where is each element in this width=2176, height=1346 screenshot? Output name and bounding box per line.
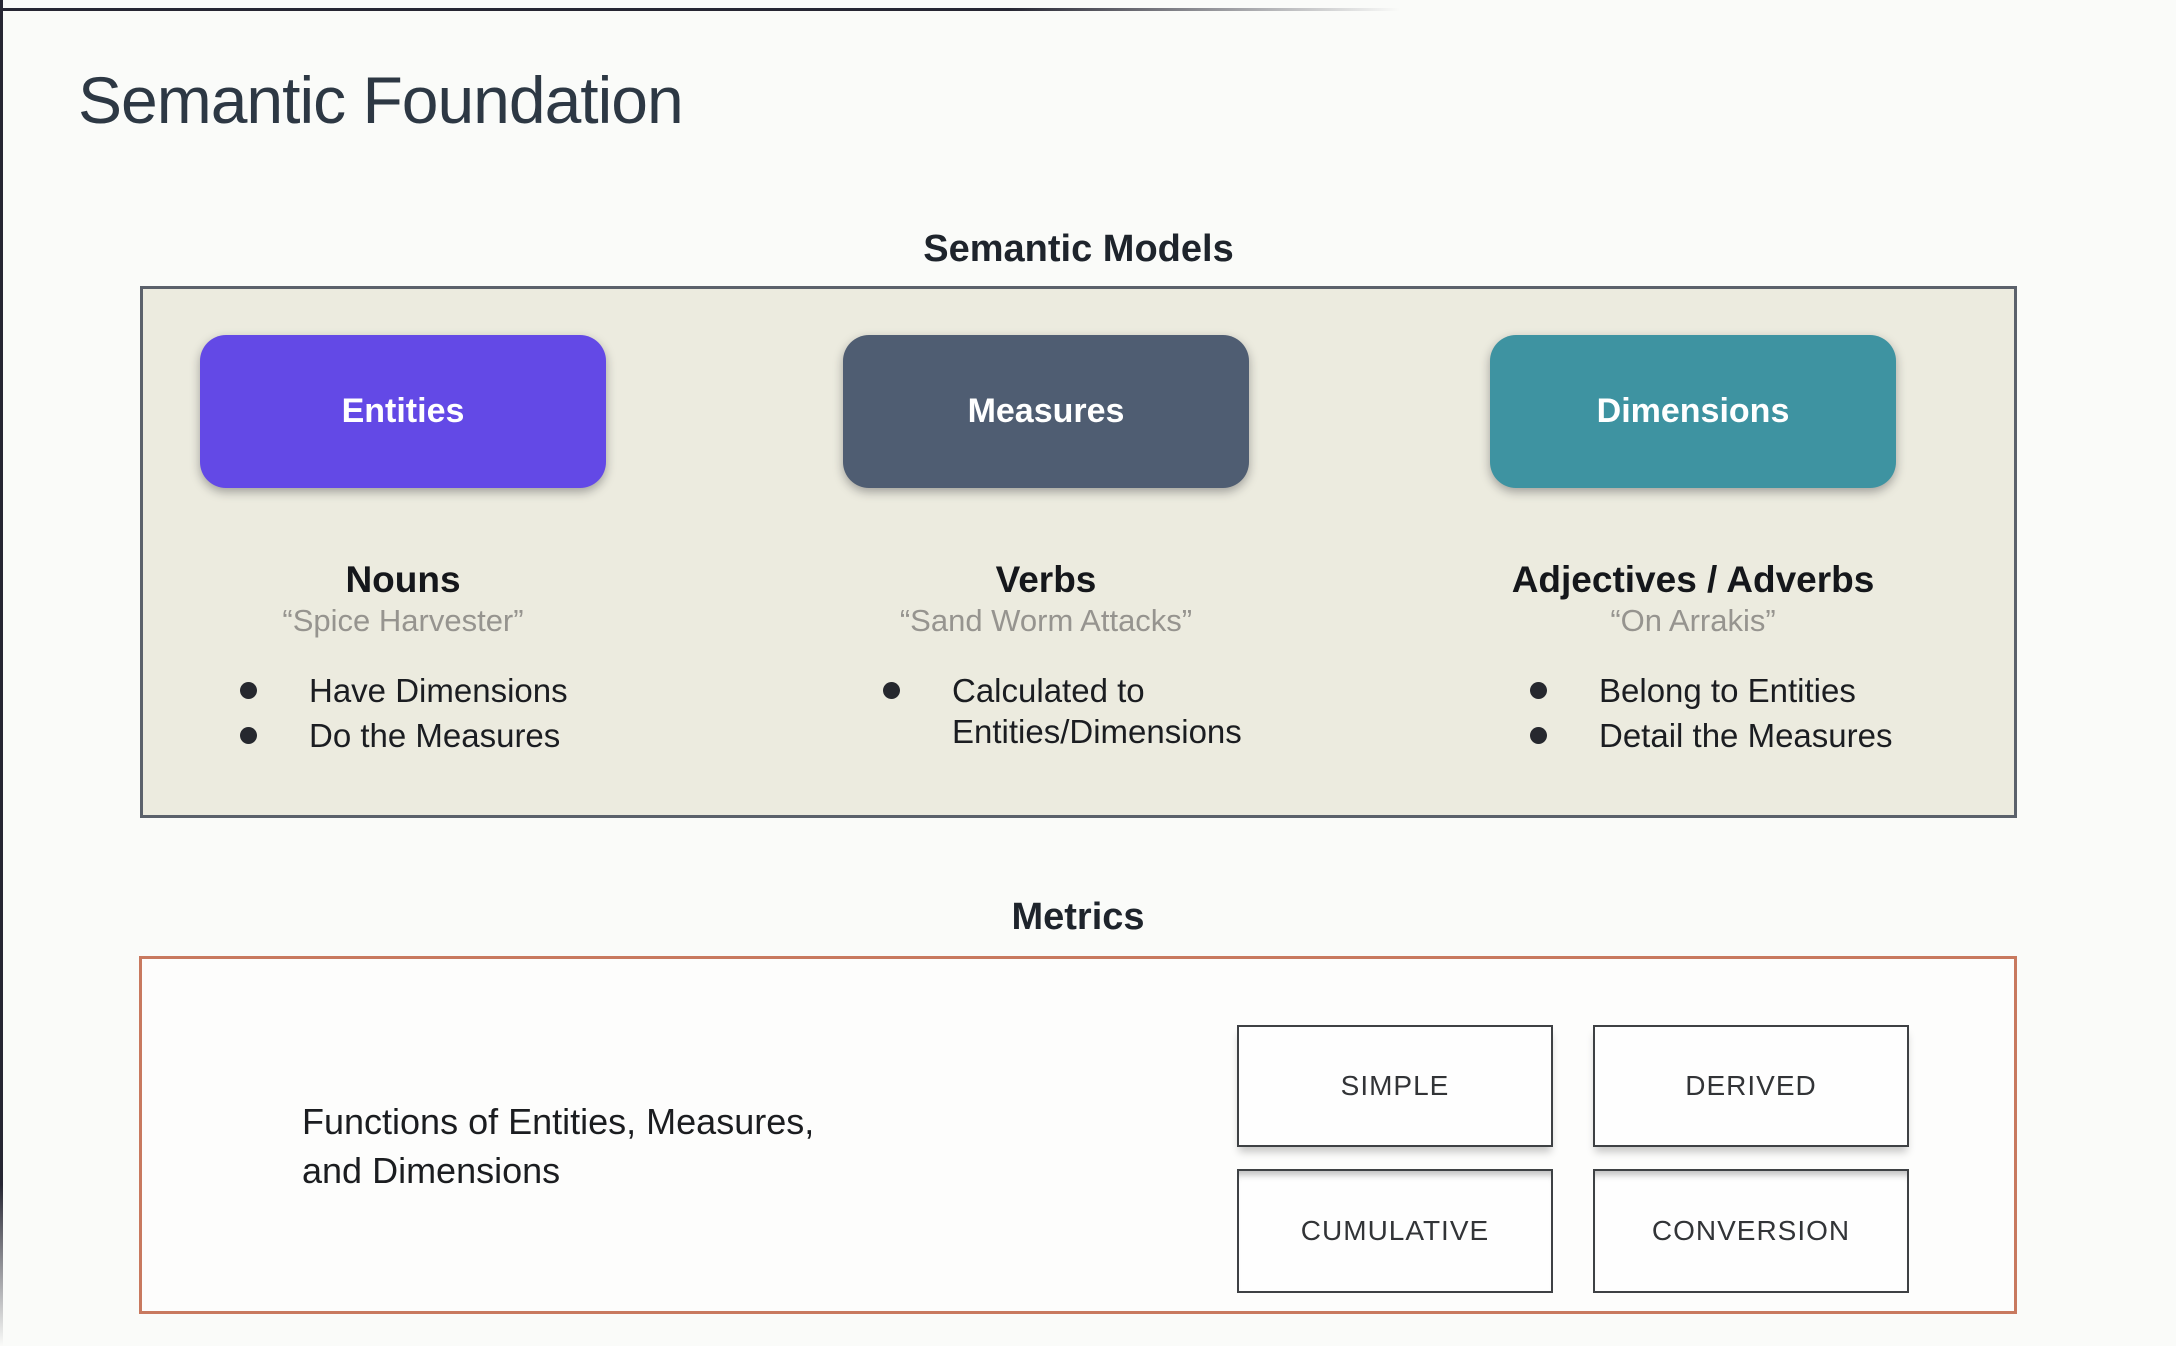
entities-column: Entities Nouns “Spice Harvester” Have Di… bbox=[200, 289, 606, 760]
measures-bullet-list: Calculated to Entities/Dimensions bbox=[843, 670, 1249, 752]
bullet-text: Do the Measures bbox=[309, 717, 561, 754]
semantic-models-heading: Semantic Models bbox=[923, 228, 1234, 270]
bullet-text: Calculated to Entities/Dimensions bbox=[952, 672, 1242, 750]
measures-button: Measures bbox=[843, 335, 1249, 488]
metrics-description-line: and Dimensions bbox=[302, 1150, 561, 1191]
metrics-description-line: Functions of Entities, Measures, bbox=[302, 1101, 815, 1142]
metric-card-conversion: CONVERSION bbox=[1593, 1169, 1909, 1293]
bullet-dot bbox=[240, 682, 257, 699]
page-title: Semantic Foundation bbox=[78, 63, 684, 137]
dimensions-button: Dimensions bbox=[1490, 335, 1896, 488]
entities-heading: Nouns bbox=[345, 559, 461, 600]
bullet-text: Belong to Entities bbox=[1599, 672, 1856, 709]
metrics-panel: Functions of Entities, Measures, and Dim… bbox=[139, 956, 2017, 1314]
bullet-dot bbox=[1530, 682, 1547, 699]
dimensions-bullet-list: Belong to Entities Detail the Measures bbox=[1490, 670, 1896, 756]
entities-button: Entities bbox=[200, 335, 606, 488]
metrics-description: Functions of Entities, Measures, and Dim… bbox=[302, 1097, 814, 1195]
dimensions-heading: Adjectives / Adverbs bbox=[1511, 559, 1875, 600]
metric-card-derived: DERIVED bbox=[1593, 1025, 1909, 1147]
bullet-item: Detail the Measures bbox=[1490, 715, 1896, 756]
dimensions-column: Dimensions Adjectives / Adverbs “On Arra… bbox=[1490, 289, 1896, 760]
bullet-dot bbox=[1530, 727, 1547, 744]
measures-heading: Verbs bbox=[995, 559, 1097, 600]
bullet-item: Do the Measures bbox=[200, 715, 606, 756]
entities-bullet-list: Have Dimensions Do the Measures bbox=[200, 670, 606, 756]
bullet-text: Have Dimensions bbox=[309, 672, 568, 709]
bullet-dot bbox=[240, 727, 257, 744]
dimensions-quote: “On Arrakis” bbox=[1610, 603, 1776, 638]
metric-card-cumulative: CUMULATIVE bbox=[1237, 1169, 1553, 1293]
bullet-item: Calculated to Entities/Dimensions bbox=[843, 670, 1249, 752]
bullet-dot bbox=[883, 682, 900, 699]
bullet-item: Have Dimensions bbox=[200, 670, 606, 711]
measures-quote: “Sand Worm Attacks” bbox=[899, 603, 1193, 638]
metric-card-simple: SIMPLE bbox=[1237, 1025, 1553, 1147]
window-top-border bbox=[0, 8, 1400, 11]
metrics-heading: Metrics bbox=[1011, 896, 1145, 938]
bullet-text: Detail the Measures bbox=[1599, 717, 1893, 754]
window-left-border bbox=[0, 0, 3, 1346]
bullet-item: Belong to Entities bbox=[1490, 670, 1896, 711]
measures-column: Measures Verbs “Sand Worm Attacks” Calcu… bbox=[843, 289, 1249, 756]
semantic-models-panel: Entities Nouns “Spice Harvester” Have Di… bbox=[140, 286, 2017, 818]
entities-quote: “Spice Harvester” bbox=[282, 603, 524, 638]
